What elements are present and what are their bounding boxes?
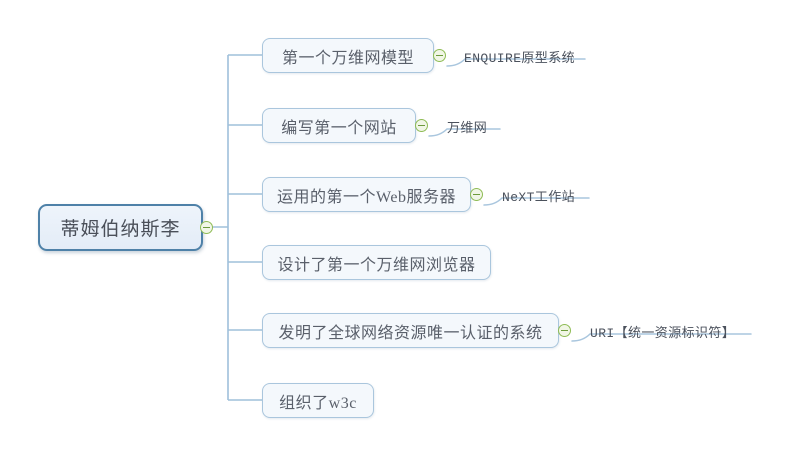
root-node-label: 蒂姆伯纳斯李 xyxy=(60,219,181,240)
branch-node-3[interactable]: 运用的第一个Web服务器 xyxy=(262,177,471,212)
leaf-node-3[interactable]: NeXT工作站 xyxy=(502,190,576,205)
branch-node-2-label: 编写第一个网站 xyxy=(281,119,397,137)
branch-1-collapse-toggle-icon[interactable] xyxy=(433,49,446,62)
branch-node-6[interactable]: 组织了w3c xyxy=(262,383,374,418)
branch-5-collapse-toggle-icon[interactable] xyxy=(558,324,571,337)
leaf-node-1[interactable]: ENQUIRE原型系统 xyxy=(464,51,576,66)
leaf-underline-3 xyxy=(483,197,590,206)
branch-node-5[interactable]: 发明了全球网络资源唯一认证的系统 xyxy=(262,313,559,348)
branch-node-4[interactable]: 设计了第一个万维网浏览器 xyxy=(262,245,491,280)
leaf-underline-2 xyxy=(428,128,501,137)
branch-node-2[interactable]: 编写第一个网站 xyxy=(262,108,416,143)
branch-node-1-label: 第一个万维网模型 xyxy=(281,49,414,67)
leaf-underline-1 xyxy=(446,58,586,67)
branch-node-1[interactable]: 第一个万维网模型 xyxy=(262,38,434,73)
leaf-underline-5 xyxy=(571,333,752,342)
branch-3-collapse-toggle-icon[interactable] xyxy=(470,188,483,201)
branch-2-collapse-toggle-icon[interactable] xyxy=(415,119,428,132)
leaf-node-2[interactable]: 万维网 xyxy=(447,121,488,136)
leaf-node-5[interactable]: URI【统一资源标识符】 xyxy=(590,326,736,341)
branch-node-4-label: 设计了第一个万维网浏览器 xyxy=(277,256,476,274)
root-node[interactable]: 蒂姆伯纳斯李 xyxy=(38,204,203,251)
branch-node-3-label: 运用的第一个Web服务器 xyxy=(277,188,456,206)
branch-node-5-label: 发明了全球网络资源唯一认证的系统 xyxy=(278,324,543,342)
branch-node-6-label: 组织了w3c xyxy=(279,394,357,412)
root-collapse-toggle-icon[interactable] xyxy=(200,221,213,234)
